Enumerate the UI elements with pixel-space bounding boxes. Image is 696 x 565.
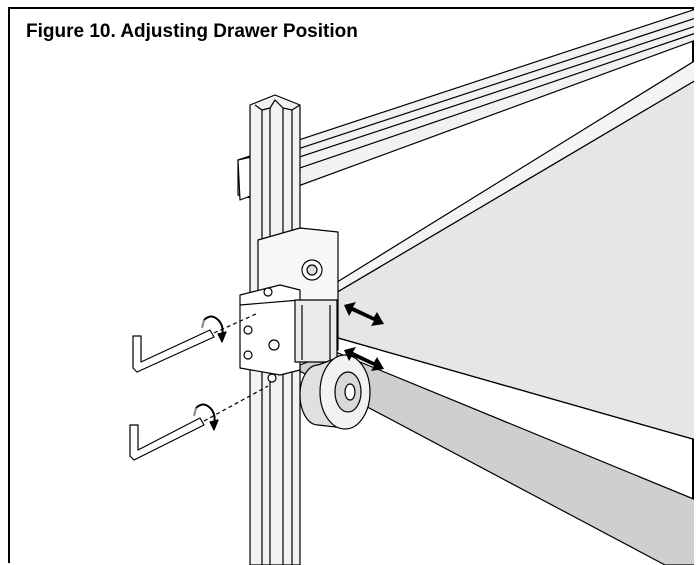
allen-key-upper [132, 329, 215, 373]
figure-title: Figure 10. Adjusting Drawer Position [22, 19, 362, 45]
adjust-arrow-lower [344, 347, 384, 371]
rotation-arrow-lower [193, 403, 219, 431]
alignment-line-lower [203, 385, 269, 422]
adjust-arrow-upper [344, 302, 384, 326]
roller-wheel [299, 354, 371, 430]
allen-key-lower [129, 417, 205, 461]
mounting-bracket [239, 227, 339, 383]
alignment-line-upper [213, 312, 259, 334]
rotation-arrow-upper [201, 315, 227, 343]
